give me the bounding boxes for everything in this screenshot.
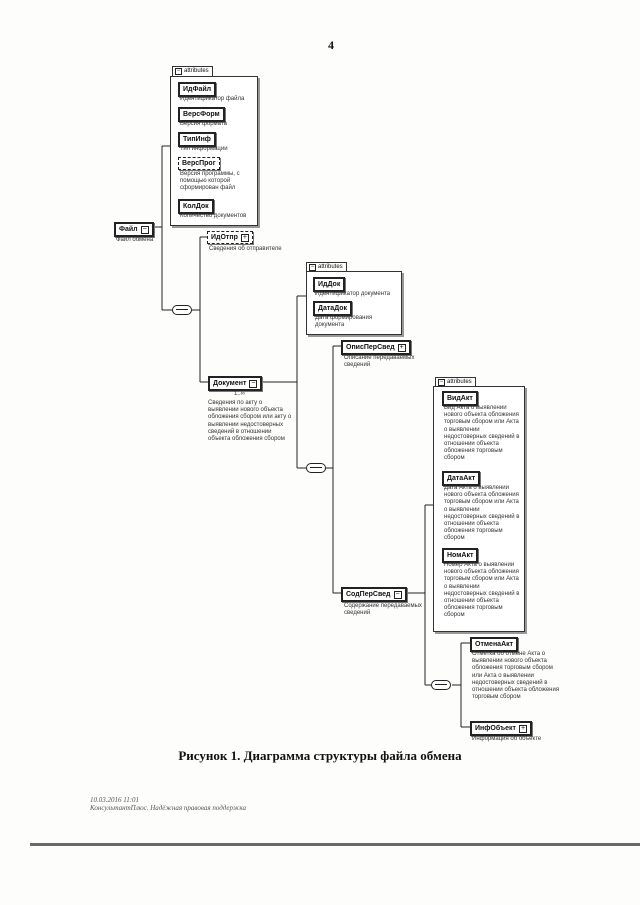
attr-dataakt[interactable]: ДатаАкт xyxy=(442,471,481,486)
attr-label: ВидАкт xyxy=(447,395,473,402)
attr-desc: Дата формирования документа xyxy=(315,315,373,329)
collapse-icon[interactable]: − xyxy=(393,590,402,599)
root-node-desc: Файл обмена xyxy=(116,237,154,243)
stamp-line: 10.03.2016 11:01 xyxy=(90,796,140,804)
node-dokument[interactable]: Документ − xyxy=(208,376,263,391)
figure-caption: Рисунок 1. Диаграмма структуры файла обм… xyxy=(178,748,462,763)
attr-label: ДатаАкт xyxy=(447,475,476,482)
attr-label: ВерсФорм xyxy=(183,111,220,118)
node-label: Документ xyxy=(213,380,247,387)
attr-nomakt[interactable]: НомАкт xyxy=(442,548,479,563)
attributes-label: attributes xyxy=(447,379,472,385)
node-infobekt[interactable]: ИнфОбъект + xyxy=(470,721,532,736)
sod-attributes-box xyxy=(433,386,525,632)
expand-icon[interactable]: + xyxy=(519,724,527,733)
collapse-icon[interactable]: − xyxy=(249,379,258,388)
expand-icon[interactable]: + xyxy=(240,233,249,242)
collapse-icon[interactable]: − xyxy=(175,68,182,75)
node-desc: Информация об объекте xyxy=(472,736,542,742)
attr-idfail[interactable]: ИдФайл xyxy=(178,82,217,97)
node-desc: Отметка об отмене Акта о выявлении новог… xyxy=(472,651,560,701)
attr-label: КолДок xyxy=(183,203,209,210)
attr-tipinf[interactable]: ТипИнф xyxy=(178,132,216,147)
attr-desc: Дата Акта о выявлении нового объекта обл… xyxy=(444,485,520,542)
attr-label: ИдФайл xyxy=(183,86,212,93)
attr-desc: Версия программы, с помощью которой сфор… xyxy=(180,171,240,192)
attr-koldok[interactable]: КолДок xyxy=(178,199,214,214)
root-node-label: Файл xyxy=(119,226,138,233)
node-label: ОписПерСвед xyxy=(346,344,395,351)
attr-vidakt[interactable]: ВидАкт xyxy=(442,391,478,406)
node-label: СодПерСвед xyxy=(346,591,391,598)
node-opispersved[interactable]: ОписПерСвед + xyxy=(341,340,411,355)
attr-label: НомАкт xyxy=(447,552,474,559)
choice-icon[interactable] xyxy=(431,680,451,690)
collapse-icon[interactable]: − xyxy=(140,225,149,234)
attr-label: ТипИнф xyxy=(183,136,211,143)
bottom-divider xyxy=(30,843,640,846)
attr-datadok[interactable]: ДатаДок xyxy=(313,301,353,316)
attributes-label: attributes xyxy=(318,264,343,270)
node-label: ОтменаАкт xyxy=(475,641,514,648)
collapse-icon[interactable]: − xyxy=(309,264,316,271)
cardinality-label: 1..∞ xyxy=(234,391,245,397)
node-desc: Содержание передаваемых сведений xyxy=(344,603,422,617)
attr-desc: Вид Акта о выявлении нового объекта обло… xyxy=(444,405,520,462)
attr-desc: Количество документов xyxy=(180,213,247,219)
root-node-fail[interactable]: Файл − xyxy=(114,222,154,237)
node-desc: Сведения об отправителе xyxy=(209,246,282,252)
attr-desc: Номер Акта о выявлении нового объекта об… xyxy=(444,562,520,619)
attr-label: ДатаДок xyxy=(318,305,348,312)
attr-desc: Версия формата xyxy=(180,121,227,127)
page-number: 4 xyxy=(328,38,334,52)
node-desc: Сведения по акту о выявлении нового объе… xyxy=(208,400,292,443)
node-otmenaakt[interactable]: ОтменаАкт xyxy=(470,637,519,652)
collapse-icon[interactable]: − xyxy=(438,379,445,386)
attr-label: ВерсПрог xyxy=(182,160,216,167)
expand-icon[interactable]: + xyxy=(397,343,406,352)
sequence-icon[interactable] xyxy=(172,305,192,315)
attr-versprog[interactable]: ВерсПрог xyxy=(178,157,220,170)
node-label: ИдОтпр xyxy=(211,234,238,241)
attr-desc: Тип информации xyxy=(180,146,228,152)
attr-desc: Идентификатор документа xyxy=(315,291,391,297)
node-sodpersved[interactable]: СодПерСвед − xyxy=(341,587,407,602)
document-stamp: 10.03.2016 11:01 КонсультантПлюс. Надёжн… xyxy=(90,796,246,812)
attributes-label: attributes xyxy=(184,68,209,74)
attr-desc: Идентификатор файла xyxy=(180,96,245,102)
attr-label: ИдДок xyxy=(318,281,341,288)
stamp-line: КонсультантПлюс. Надёжная правовая подде… xyxy=(90,804,246,812)
node-idotpr[interactable]: ИдОтпр + xyxy=(207,231,253,244)
attr-versform[interactable]: ВерсФорм xyxy=(178,107,225,122)
node-label: ИнфОбъект xyxy=(475,725,516,732)
node-desc: Описание передаваемых сведений xyxy=(344,355,415,369)
attr-iddok[interactable]: ИдДок xyxy=(313,277,346,292)
sequence-icon[interactable] xyxy=(306,463,326,473)
